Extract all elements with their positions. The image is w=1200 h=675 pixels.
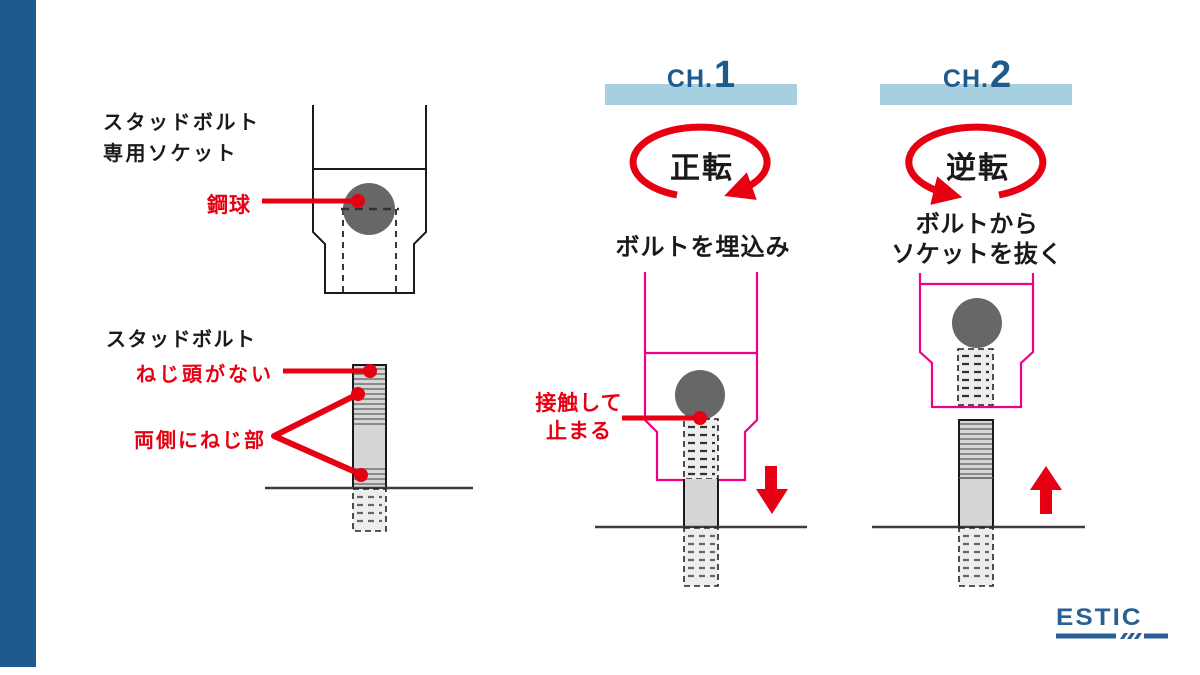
no-head-label: ねじ頭がない xyxy=(136,364,274,386)
ch2-caption: ボルトから ソケットを抜く xyxy=(891,210,1063,270)
ch2-header: CH.2 xyxy=(943,56,1011,94)
contact-stop-label: 接触して 止まる xyxy=(535,390,622,446)
both-threads-label: 両側にねじ部 xyxy=(134,430,266,452)
ch1-socket-bolt-diagram xyxy=(595,272,807,587)
ch2-caption-line1: ボルトから xyxy=(915,211,1039,238)
estic-logo-underline xyxy=(1056,633,1168,639)
no-head-pointer xyxy=(283,364,377,378)
socket-title: スタッドボルト 専用ソケット xyxy=(103,108,261,170)
ch2-prefix: CH. xyxy=(942,65,989,93)
stud-bolt-title: スタッドボルト xyxy=(106,329,257,351)
ch2-highlight-bar xyxy=(880,84,1072,105)
ch1-rotation-arrow xyxy=(629,123,771,200)
estic-logo: ESTIC xyxy=(1056,605,1168,640)
socket-outline-pink xyxy=(918,273,1035,409)
ch1-number: 1 xyxy=(713,54,736,96)
estic-logo-text: ESTIC xyxy=(1056,603,1143,631)
ch1-prefix: CH. xyxy=(666,65,713,93)
ch1-highlight-bar xyxy=(605,84,797,105)
ch1-header: CH.1 xyxy=(667,56,735,94)
ch2-caption-line2: ソケットを抜く xyxy=(891,241,1063,268)
ch1-rotation-label: 正転 xyxy=(670,152,734,185)
up-arrow xyxy=(1030,466,1062,514)
contact-stop-line2: 止まる xyxy=(546,420,612,443)
steel-ball xyxy=(675,370,725,420)
both-threads-pointer xyxy=(271,387,368,482)
ch1-caption: ボルトを埋込み xyxy=(615,234,791,261)
contact-stop-line1: 接触して xyxy=(535,392,623,415)
steel-ball-label: 鋼球 xyxy=(207,194,251,217)
ch2-rotation-arrow xyxy=(905,123,1047,205)
steel-ball xyxy=(952,298,1002,348)
ch2-number: 2 xyxy=(989,54,1012,96)
socket-title-line2: 専用ソケット xyxy=(103,143,238,165)
ch2-socket-bolt-diagram xyxy=(872,273,1085,587)
left-accent-stripe xyxy=(0,0,36,667)
contact-pointer xyxy=(622,411,707,425)
down-arrow xyxy=(756,466,788,514)
ball-pointer xyxy=(262,194,365,208)
ch2-rotation-label: 逆転 xyxy=(946,152,1010,185)
stud-bolt-drawing xyxy=(265,364,473,532)
socket-title-line1: スタッドボルト xyxy=(103,112,261,134)
